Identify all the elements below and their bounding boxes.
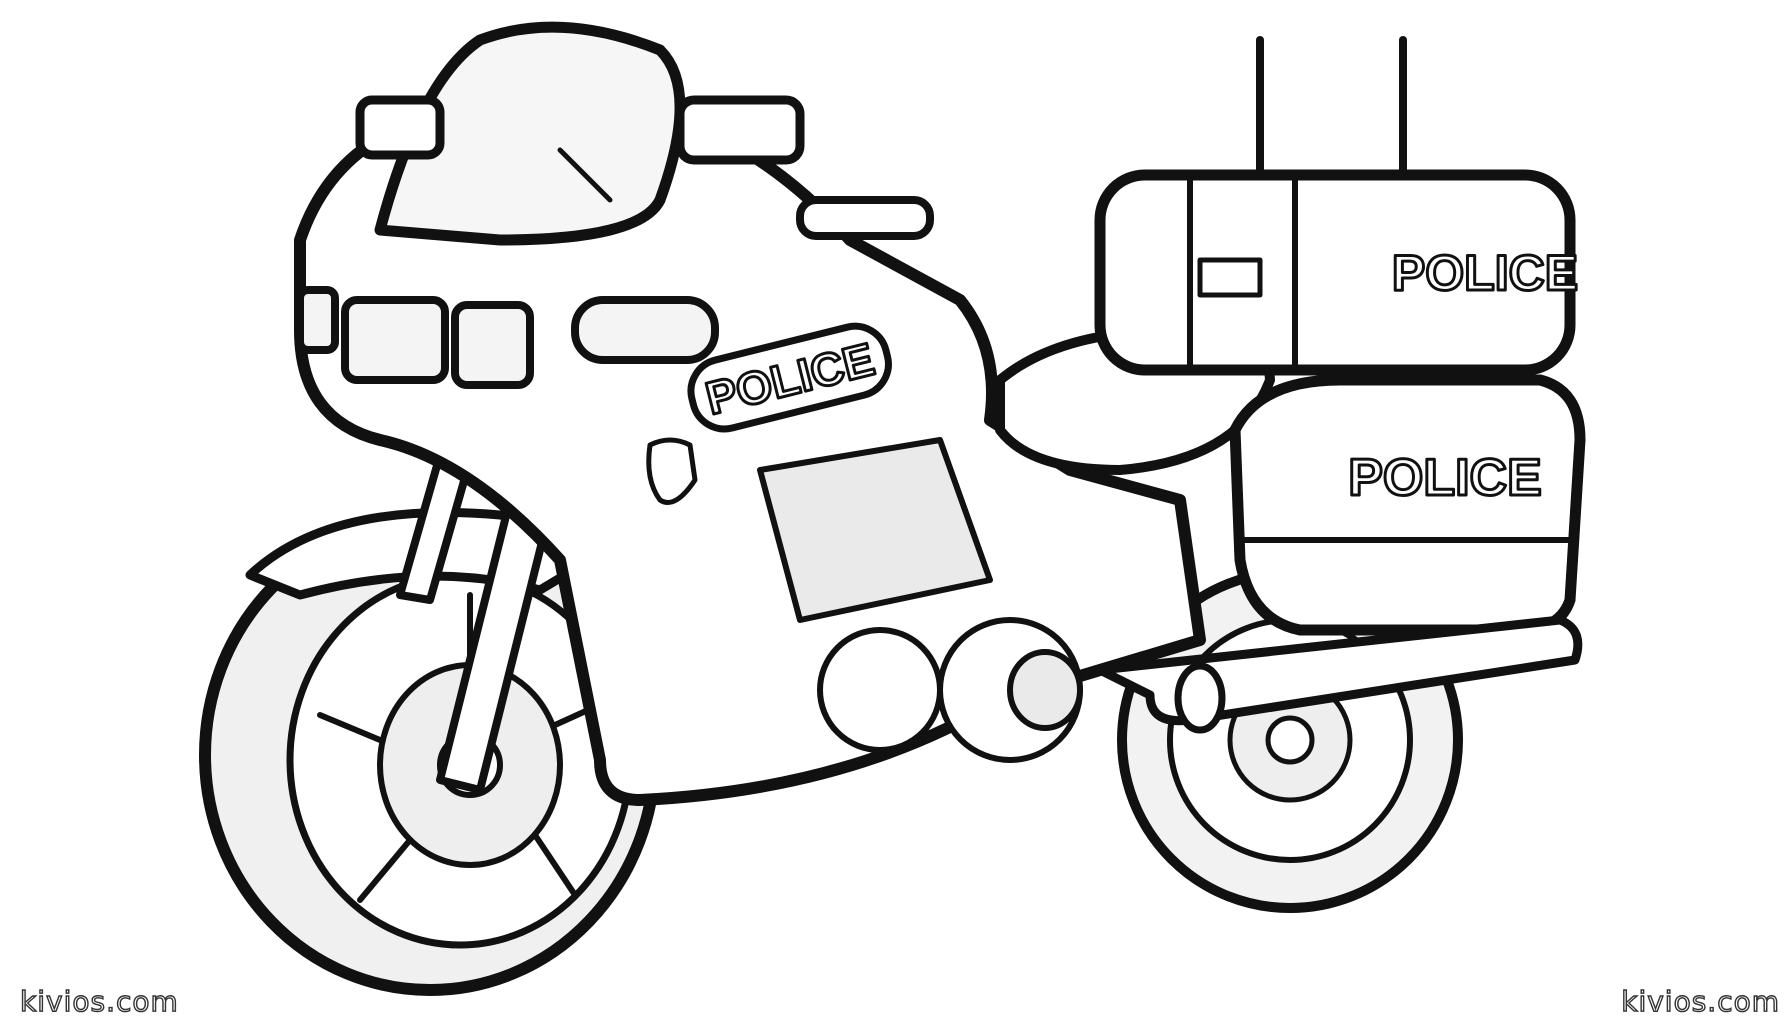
right-mirror: [675, 95, 805, 165]
headlights: [296, 286, 719, 389]
watermark-right: kivios.com: [1621, 984, 1780, 1018]
top-case-police-text: POLICE: [1392, 245, 1578, 301]
left-mirror: [355, 95, 445, 160]
watermark-left: kivios.com: [19, 984, 179, 1018]
engine: [757, 437, 1083, 763]
saddlebag: POLICE: [1229, 374, 1586, 636]
saddlebag-police-text: POLICE: [1348, 449, 1542, 507]
antennas: [1256, 36, 1407, 189]
top-case: POLICE: [1094, 169, 1580, 376]
windshield: [374, 21, 686, 246]
badge-icon: [646, 437, 698, 505]
handlebar: [796, 196, 934, 240]
